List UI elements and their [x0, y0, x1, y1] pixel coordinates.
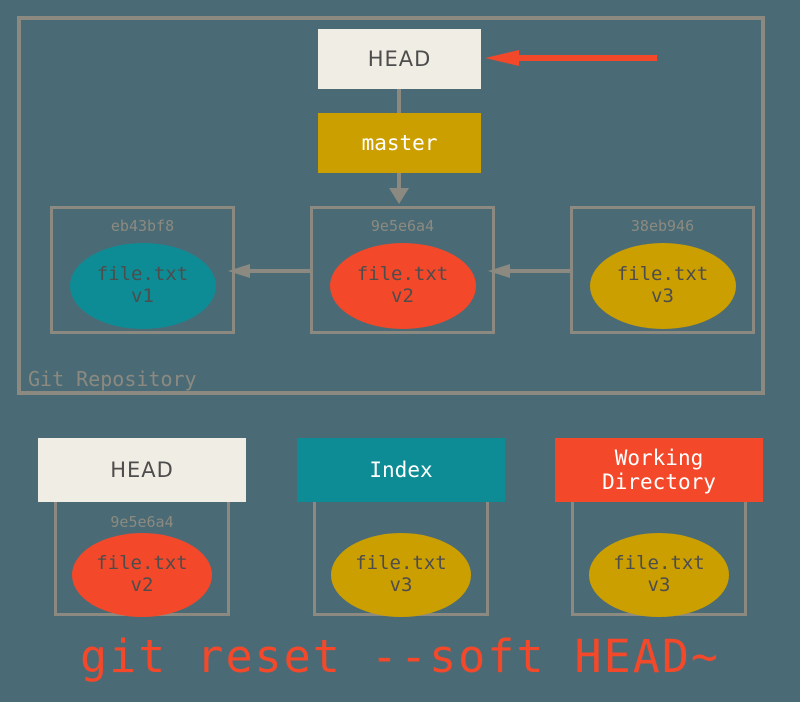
commit-box-2[interactable]: 9e5e6a4 file.txt v2 — [310, 206, 495, 334]
commit-file-name-2: file.txt — [356, 263, 449, 286]
area-index: file.txt v3 Index — [297, 438, 505, 617]
area-working-directory-blob: file.txt v3 — [589, 533, 729, 617]
parent-arrow-icon-2-to-1 — [228, 263, 310, 279]
commit-blob-1: file.txt v1 — [69, 243, 216, 329]
commit-file-version-3: v3 — [651, 285, 674, 307]
git-repository-container — [17, 16, 765, 395]
area-working-directory-title-line1: Working — [614, 445, 704, 470]
master-branch-box[interactable]: master — [318, 113, 481, 173]
connector-head-to-master — [397, 89, 401, 113]
area-head-title: HEAD — [110, 457, 174, 482]
parent-arrow-icon-3-to-2 — [488, 263, 570, 279]
commit-blob-2: file.txt v2 — [329, 243, 476, 329]
area-working-directory-file-name: file.txt — [613, 552, 705, 575]
area-working-directory-file-version: v3 — [647, 574, 671, 596]
area-head-blob: file.txt v2 — [72, 533, 212, 617]
commit-file-name-1: file.txt — [96, 263, 189, 286]
red-left-arrow-icon — [485, 50, 657, 66]
area-head-file-name: file.txt — [96, 552, 188, 575]
head-pointer-box[interactable]: HEAD — [318, 29, 481, 89]
area-head-file-version: v2 — [130, 574, 154, 596]
area-index-file-version: v3 — [389, 574, 413, 596]
area-index-title: Index — [369, 457, 433, 482]
head-pointer-label: HEAD — [367, 47, 432, 71]
commit-hash-1: eb43bf8 — [110, 217, 175, 235]
area-head-header[interactable]: HEAD — [38, 438, 246, 502]
area-working-directory-header[interactable]: Working Directory — [555, 438, 763, 502]
area-head-body: 9e5e6a4 file.txt v2 — [54, 496, 230, 617]
master-branch-label: master — [361, 131, 438, 155]
commit-blob-3: file.txt v3 — [589, 243, 736, 329]
connector-master-to-commit-line — [397, 173, 401, 195]
area-index-body: file.txt v3 — [313, 496, 489, 617]
area-index-header[interactable]: Index — [297, 438, 505, 502]
commit-box-1[interactable]: eb43bf8 file.txt v1 — [50, 206, 235, 334]
area-working-directory-title-line2: Directory — [602, 470, 716, 494]
area-head: 9e5e6a4 file.txt v2 HEAD — [38, 438, 246, 617]
command-caption: git reset --soft HEAD~ — [79, 630, 721, 683]
connector-master-to-commit-arrowhead — [389, 188, 409, 204]
area-index-file-name: file.txt — [355, 552, 447, 575]
git-repository-label: Git Repository — [28, 367, 197, 391]
commit-hash-2: 9e5e6a4 — [370, 217, 435, 235]
area-working-directory-body: file.txt v3 — [571, 496, 747, 617]
area-working-directory: file.txt v3 Working Directory — [555, 438, 763, 617]
area-index-blob: file.txt v3 — [331, 533, 471, 617]
area-head-hash: 9e5e6a4 — [110, 513, 174, 531]
commit-box-3[interactable]: 38eb946 file.txt v3 — [570, 206, 755, 334]
commit-file-name-3: file.txt — [616, 263, 709, 286]
commit-hash-3: 38eb946 — [630, 217, 695, 235]
commit-file-version-1: v1 — [131, 285, 154, 307]
commit-file-version-2: v2 — [391, 285, 414, 307]
